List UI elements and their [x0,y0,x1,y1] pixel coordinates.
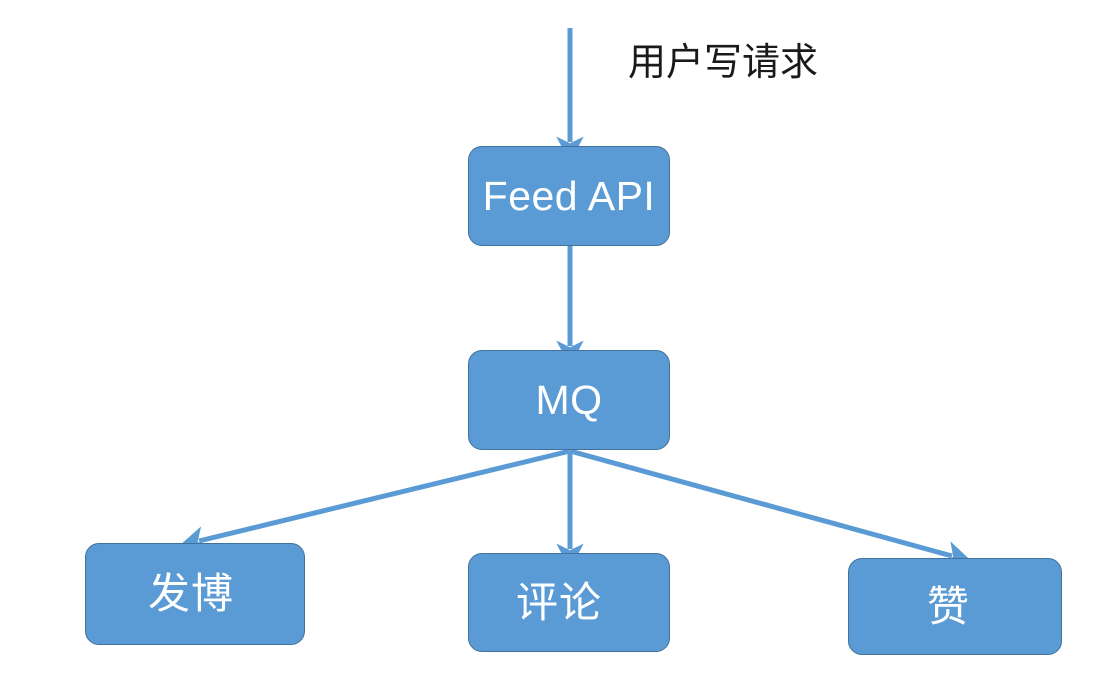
node-post-label: 发博 [148,570,235,617]
node-comment-label: 评论 [516,578,603,626]
arrow-mq-to-like [569,448,972,568]
node-feed-api[interactable]: Feed API [468,146,670,246]
node-like[interactable]: 赞 [848,558,1062,655]
node-like-label: 赞 [927,582,971,630]
arrow-mq-to-post [179,448,571,554]
node-comment[interactable]: 评论 [468,553,670,652]
node-feed-api-label: Feed API [482,172,656,219]
node-post[interactable]: 发博 [85,543,305,645]
user-write-request-label: 用户写请求 [628,42,819,84]
node-mq-label: MQ [535,376,603,423]
node-mq[interactable]: MQ [468,350,670,450]
